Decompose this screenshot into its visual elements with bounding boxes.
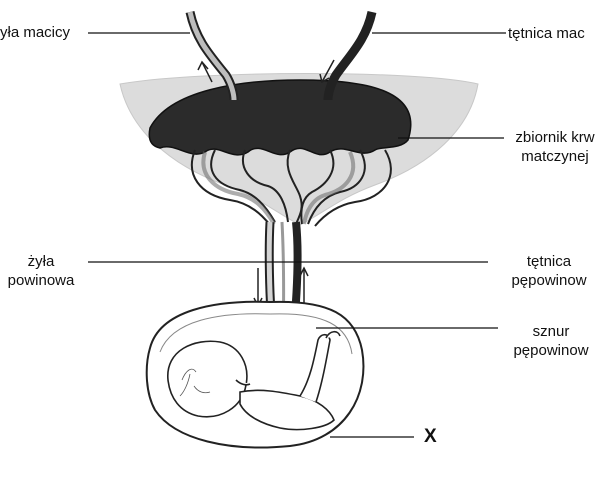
label-umbilical-cord-line1: sznur [532,323,570,340]
label-umbilical-cord: sznur pępowinow [502,322,600,360]
label-maternal-blood-reservoir-line1: zbiornik krw [515,129,595,146]
chorionic-villi [190,149,392,227]
flow-arrows-uterine [197,59,335,84]
label-maternal-blood-reservoir: zbiornik krw matczynej [510,128,600,166]
fetus-veins [179,368,211,397]
label-umbilical-artery-line2: pępowinow [511,272,587,289]
label-umbilical-vein: żyła powinowa [0,252,82,290]
label-umbilical-cord-line2: pępowinow [513,342,589,359]
villi-inner [201,151,356,225]
label-umbilical-vein-line2: powinowa [7,272,75,289]
label-umbilical-artery: tętnica pępowinow [498,252,600,290]
fetus [167,330,341,431]
uterine-artery-vessel [323,10,377,101]
marker-x: X [424,426,437,447]
label-maternal-blood-reservoir-line2: matczynej [521,148,589,165]
flow-arrows-umbilical [253,266,309,308]
label-uterine-artery: tętnica mac [508,25,585,42]
label-umbilical-vein-line1: żyła [27,253,55,270]
leader-lines [88,32,506,438]
label-umbilical-artery-line1: tętnica [526,253,572,270]
label-uterine-vein: yła macicy [0,24,71,41]
